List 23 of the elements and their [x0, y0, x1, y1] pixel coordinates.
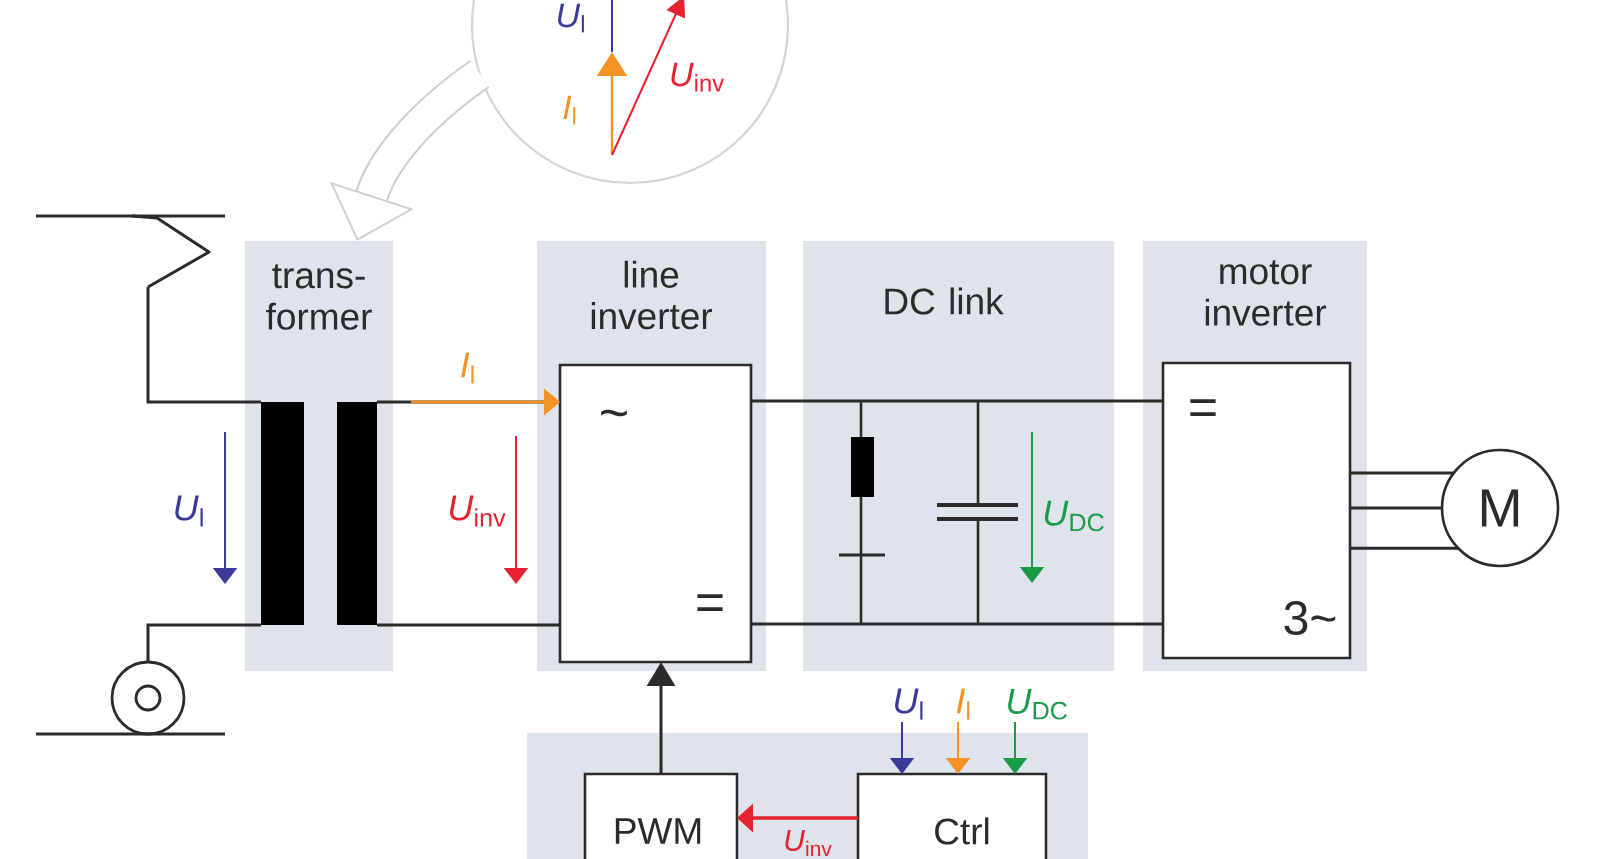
signal-label: U$_{inv}$ [450, 495, 506, 527]
process-box: PWM [583, 772, 739, 859]
signal-label: U$_{DC}$ [1008, 688, 1067, 720]
wire [1350, 546, 1459, 550]
wire [1350, 506, 1442, 510]
wire [146, 623, 245, 662]
wire [146, 287, 245, 404]
converter-box: = 3~ [1161, 361, 1352, 660]
signal-label: U$_{l}$ [895, 688, 923, 720]
wire [1350, 471, 1454, 475]
wire [751, 622, 803, 626]
edge-label: U$_{inv}$ [781, 828, 835, 858]
wire [751, 399, 803, 403]
signal-label: U$_{DC}$ [1044, 500, 1104, 532]
wheel [110, 660, 186, 736]
wire [1114, 622, 1163, 626]
signal-label: I$_{l}$ [956, 688, 970, 720]
signal-label: I$_{l}$ [461, 352, 474, 384]
wire [1114, 399, 1163, 403]
wire [393, 623, 560, 627]
process-box: Ctrl [856, 772, 1048, 859]
converter-box: ~ = [558, 363, 753, 664]
signal-label: U$_{l}$ [175, 495, 203, 527]
